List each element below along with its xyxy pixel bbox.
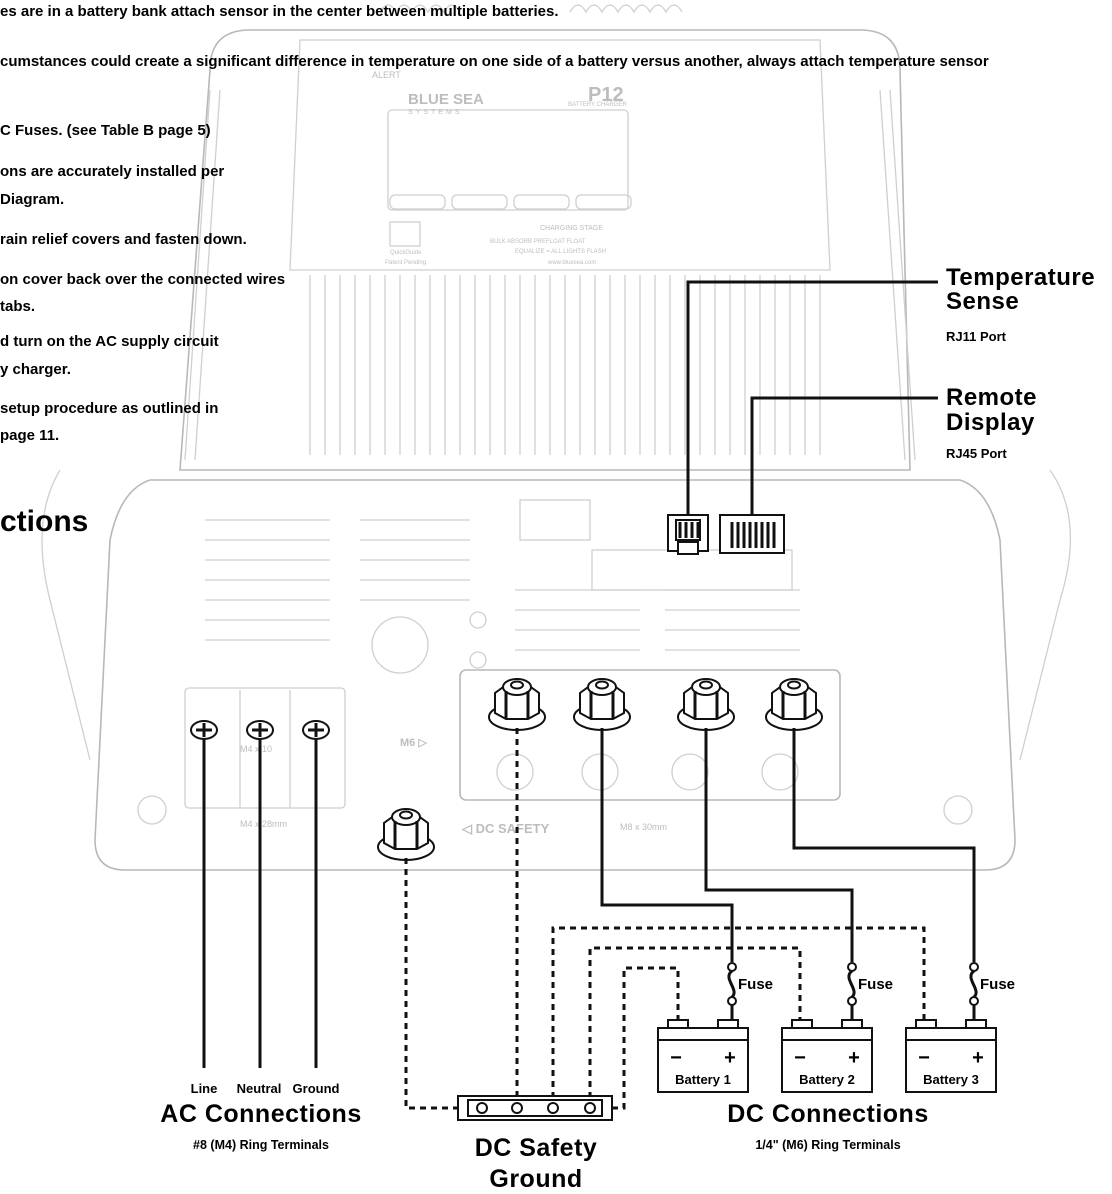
dc-connections-subtitle: 1/4" (M6) Ring Terminals: [755, 1138, 901, 1152]
device-patent-text: Patent Pending: [385, 260, 426, 266]
rj11-port: [667, 514, 709, 555]
battery-label: Battery 2: [799, 1072, 855, 1087]
rj45-port: [719, 514, 785, 554]
ac-terminal-label-line: Line: [190, 1081, 218, 1096]
step-install-line-1: ons are accurately installed per: [0, 163, 225, 180]
dc-connections-title: DC Connections: [727, 1100, 929, 1128]
dc-ground-bus-bar: [457, 1095, 613, 1121]
step-strain-relief: rain relief covers and fasten down.: [0, 231, 247, 248]
device-website-text: www.bluesea.com: [547, 260, 596, 266]
charger-outline: ALERT BLUE SEA SYSTEMS P12 BATTERY CHARG…: [41, 4, 1072, 871]
instruction-line-2: cumstances could create a significant di…: [0, 53, 989, 70]
battery-label: Battery 1: [675, 1072, 731, 1087]
temperature-sense-wire: [686, 280, 938, 515]
positive-terminal-icon: +: [972, 1047, 984, 1069]
fuse-label: Fuse: [858, 976, 893, 993]
fuse-label: Fuse: [980, 976, 1015, 993]
device-brand-text: BLUE SEA: [408, 91, 484, 108]
negative-terminal-icon: −: [794, 1047, 806, 1069]
device-m6-label: M6 ▷: [400, 737, 427, 749]
step-setup-line-2: page 11.: [0, 427, 60, 444]
dc-output-3-wire: [792, 728, 976, 962]
temperature-sense-port: RJ11 Port: [946, 329, 1006, 344]
device-model-sub-text: BATTERY CHARGER: [568, 102, 627, 108]
dc-safety-ground-title-1: DC Safety: [474, 1134, 598, 1162]
ac-connections-subtitle: #8 (M4) Ring Terminals: [193, 1138, 329, 1152]
negative-terminal-icon: −: [670, 1047, 682, 1069]
battery-2: − + Battery 2: [781, 1019, 873, 1093]
temperature-sense-title-2: Sense: [946, 288, 1020, 315]
device-equalize-text: EQUALIZE = ALL LIGHTS FLASH: [515, 249, 606, 255]
dc-safety-ground-title-2: Ground: [489, 1165, 583, 1193]
positive-terminal-icon: +: [848, 1047, 860, 1069]
step-setup-line-1: setup procedure as outlined in: [0, 400, 219, 417]
ac-terminal-label-ground: Ground: [292, 1081, 340, 1096]
device-stages-text: BULK ABSORB PREFLOAT FLOAT: [490, 239, 586, 245]
remote-display-port: RJ45 Port: [946, 446, 1007, 461]
instruction-line-1: es are in a battery bank attach sensor i…: [0, 3, 559, 20]
device-model-text: P12: [588, 84, 624, 106]
step-power-line-2: y charger.: [0, 361, 71, 378]
safety-ground-wire: [404, 858, 458, 1110]
dc-stud-ground: [488, 678, 546, 731]
remote-display-wire: [750, 396, 938, 515]
remote-display-title-2: Display: [946, 409, 1035, 436]
dc-stud-output-2: [677, 678, 735, 731]
device-charging-stage-text: CHARGING STAGE: [540, 225, 603, 232]
ac-connections-title: AC Connections: [160, 1100, 362, 1128]
battery-1-negative-wire: [612, 966, 680, 1110]
device-alert-text: ALERT: [372, 70, 401, 80]
dc-output-2-wire: [704, 728, 854, 962]
dc-stud-output-1: [573, 678, 631, 731]
device-qr-caption: QuickGuide: [390, 250, 422, 256]
step-install-line-2: Diagram.: [0, 191, 65, 208]
fuse-label: Fuse: [738, 976, 773, 993]
ac-screw-line: [190, 720, 218, 740]
section-heading: ctions: [0, 505, 89, 538]
dc-stud-output-3: [765, 678, 823, 731]
device-m8-30-label: M8 x 30mm: [620, 822, 667, 832]
table-b-reference: Table B: [100, 122, 154, 139]
device-m4-28-label: M4 x 28mm: [240, 819, 287, 829]
battery-label: Battery 3: [923, 1072, 979, 1087]
ac-screw-neutral: [246, 720, 274, 740]
negative-terminal-icon: −: [918, 1047, 930, 1069]
safety-ground-stud: [377, 808, 435, 861]
step-cover-line-1: on cover back over the connected wires: [0, 271, 286, 288]
step-fuses: C Fuses. (see Table B page 5): [0, 122, 211, 139]
ac-terminal-label-neutral: Neutral: [236, 1081, 282, 1096]
battery-3: − + Battery 3: [905, 1019, 997, 1093]
device-brand-sub-text: SYSTEMS: [408, 109, 462, 116]
dc-output-1-wire: [600, 728, 734, 962]
ac-screw-ground: [302, 720, 330, 740]
battery-2-negative-wire: [588, 946, 802, 1098]
positive-terminal-icon: +: [724, 1047, 736, 1069]
battery-1: − + Battery 1: [657, 1019, 749, 1093]
temperature-sense-title-1: Temperature: [946, 264, 1096, 291]
remote-display-title-1: Remote: [946, 384, 1038, 411]
fuse-1: Fuse: [727, 962, 773, 1020]
battery-3-negative-wire: [551, 926, 926, 1098]
fuse-3: Fuse: [969, 962, 1015, 1020]
device-m4-label: M4 x 10: [240, 744, 272, 754]
step-cover-line-2: tabs.: [0, 298, 36, 315]
fuse-2: Fuse: [847, 962, 893, 1020]
step-power-line-1: d turn on the AC supply circuit: [0, 333, 219, 350]
device-dc-safety-label: ◁ DC SAFETY: [461, 821, 550, 836]
